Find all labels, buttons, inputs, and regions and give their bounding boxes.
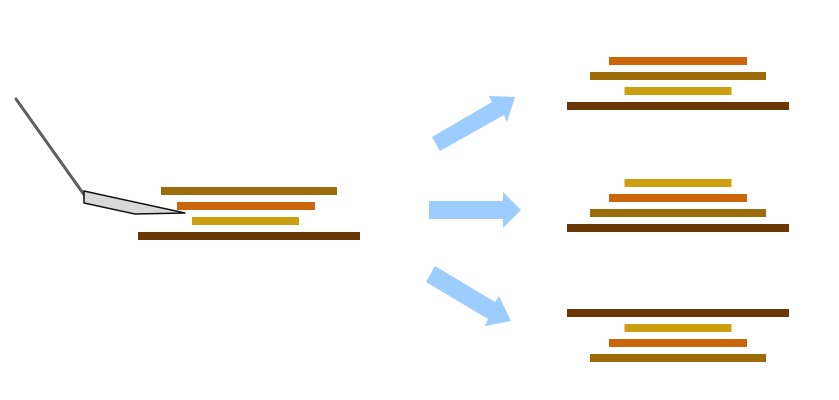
layer-bar-gold — [624, 87, 732, 95]
layer-bar-olive-brown — [161, 187, 337, 195]
layer-bar-olive-brown — [590, 354, 766, 362]
layer-bar-dark-brown — [567, 309, 789, 317]
layer-bar-gold — [192, 217, 299, 225]
layer-bar-gold — [624, 179, 732, 187]
layer-bar-olive-brown — [590, 72, 766, 80]
layer-bar-dark-brown — [138, 232, 360, 240]
arrow-icon-down — [426, 266, 511, 326]
layer-bar-orange — [609, 339, 747, 347]
spatula-handle — [14, 97, 87, 198]
layer-bar-dark-brown — [567, 224, 789, 232]
arrow-icon-up — [432, 96, 515, 151]
layer-bar-orange — [609, 57, 747, 65]
outcome-stack-3 — [567, 309, 789, 362]
layer-bar-dark-brown — [567, 102, 789, 110]
spatula-blade — [83, 190, 186, 215]
arrow-icon-right — [429, 192, 521, 228]
layer-bar-gold — [624, 324, 732, 332]
spatula-icon — [14, 97, 186, 215]
layer-bar-olive-brown — [590, 209, 766, 217]
layer-bar-orange — [177, 202, 315, 210]
outcome-stack-2 — [567, 179, 789, 232]
outcome-stack-1 — [567, 57, 789, 110]
layer-bar-orange — [609, 194, 747, 202]
arrows-group — [426, 96, 521, 326]
initial-stack — [138, 187, 360, 240]
